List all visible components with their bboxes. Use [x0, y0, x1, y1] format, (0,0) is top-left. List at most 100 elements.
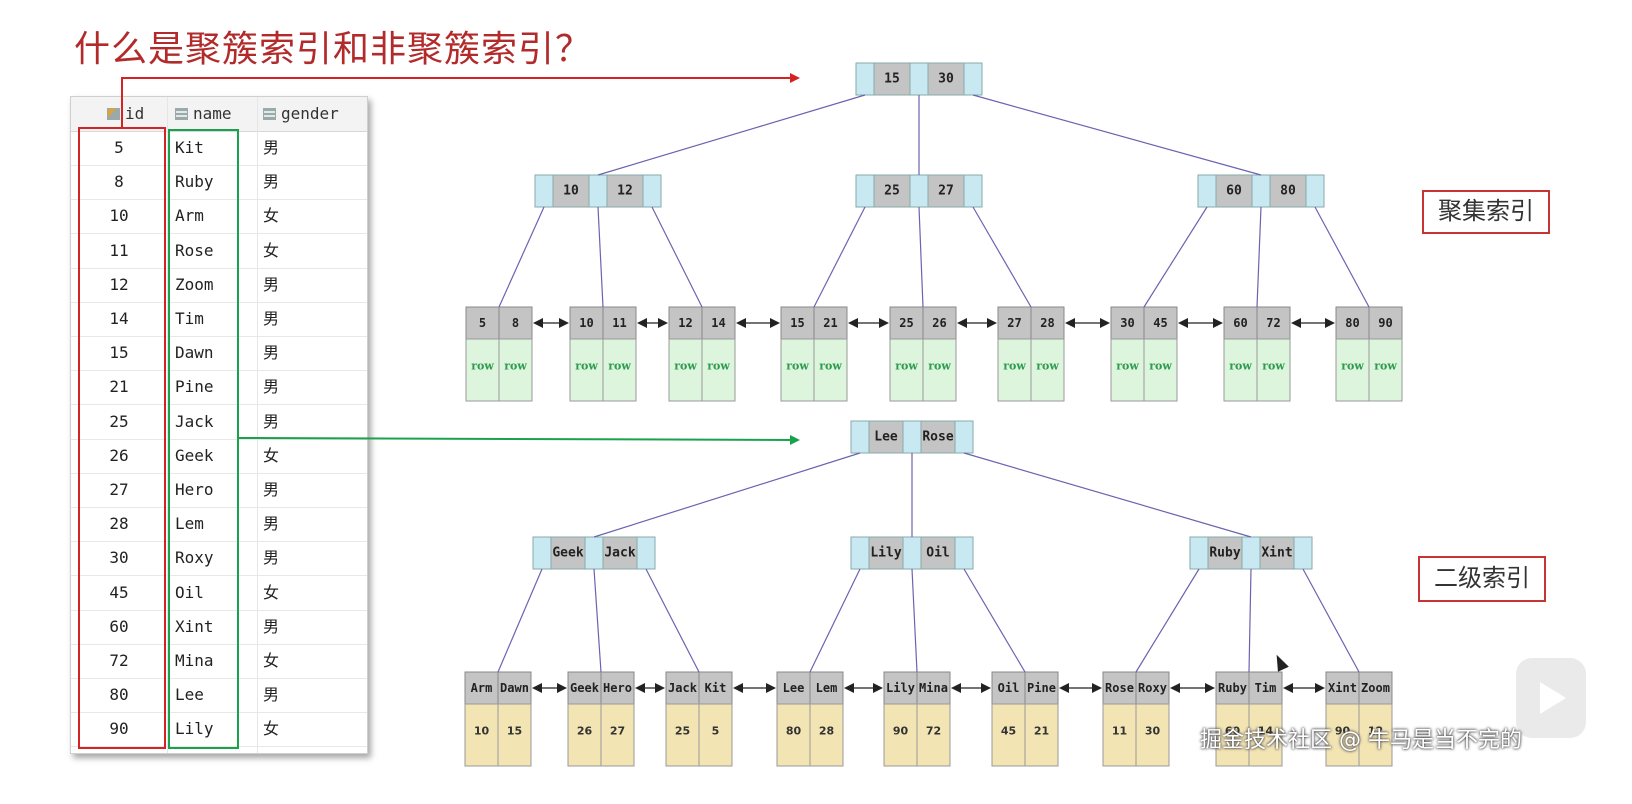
secondary-leaf-value: 80 [786, 725, 802, 738]
leaf-key-cell [602, 306, 637, 340]
tree-edge [813, 206, 866, 308]
clustered-key: 12 [617, 184, 633, 199]
tree-edge [651, 206, 703, 308]
key-cell [920, 420, 956, 454]
column-header-name[interactable]: name [175, 97, 232, 131]
clustered-leaf-key: 8 [512, 316, 519, 330]
secondary-node [1189, 536, 1313, 570]
clustered-leaf-value: row [819, 360, 842, 373]
leaf-key-cell [1325, 671, 1360, 705]
tree-edge [597, 206, 604, 308]
cell-id: 14 [109, 309, 129, 328]
clustered-leaf-key: 28 [1040, 316, 1054, 330]
secondary-leaf-key: Dawn [500, 681, 529, 695]
clustered-leaf [1223, 306, 1291, 402]
cell-gender: 男 [263, 514, 280, 534]
pointer-cell [1305, 174, 1325, 208]
secondary-key: Jack [604, 546, 635, 561]
cell-id: 45 [109, 582, 129, 602]
clustered-leaf-key: 11 [612, 316, 626, 330]
pointer-cell [954, 420, 974, 454]
leaf-key-cell [464, 671, 499, 705]
clustered-leaf-value: row [674, 360, 697, 373]
play-button[interactable] [1516, 658, 1586, 738]
secondary-leaf-value: 12 [1368, 725, 1383, 738]
tree-edge [972, 206, 1032, 308]
cell-id: 26 [109, 445, 129, 465]
clustered-leaf-key: 27 [1007, 316, 1021, 330]
leaf-data-cell [916, 703, 951, 767]
tree-edge [1314, 206, 1370, 308]
secondary-node [850, 420, 974, 454]
clustered-key: 80 [1280, 184, 1296, 199]
column-header-id[interactable]: id [107, 97, 144, 131]
key-cell [1215, 174, 1253, 208]
secondary-leaf-key: Lee [783, 681, 805, 695]
clustered-key: 25 [884, 184, 900, 199]
cell-id: 21 [109, 377, 129, 397]
cell-name: Dawn [175, 343, 214, 363]
cell-gender: 男 [263, 411, 280, 431]
cell-id: 80 [109, 685, 129, 705]
clustered-key: 27 [938, 184, 954, 199]
clustered-leaf-value: row [608, 360, 631, 373]
cell-name: Xint [175, 616, 214, 636]
clustered-leaf [1335, 306, 1403, 402]
clustered-leaf-key: 21 [823, 316, 837, 330]
cell-name: Roxy [175, 548, 214, 568]
secondary-leaf-value: 72 [926, 725, 941, 738]
cell-id: 30 [109, 548, 129, 568]
tree-edge [1143, 206, 1208, 308]
leaf-data-cell [922, 338, 957, 402]
secondary-leaf-key: Jack [668, 681, 698, 695]
pointer-cell [855, 62, 875, 96]
cell-id: 11 [109, 240, 129, 260]
leaf-key-cell [883, 671, 918, 705]
secondary-leaf-key: Rose [1105, 681, 1134, 695]
leaf-data-cell [600, 703, 635, 767]
clustered-leaf [465, 306, 533, 402]
leaf-data-cell [464, 703, 499, 767]
cell-id: 27 [109, 480, 129, 499]
cell-id: 90 [109, 719, 129, 739]
leaf-key-cell [813, 306, 848, 340]
column-header-gender[interactable]: gender [263, 97, 339, 131]
pointer-cell [963, 174, 983, 208]
secondary-leaf [567, 671, 635, 767]
leaf-data-cell [1335, 338, 1370, 402]
cell-gender: 男 [263, 685, 280, 705]
clustered-leaf-key: 12 [678, 316, 692, 330]
leaf-data-cell [991, 703, 1026, 767]
pointer-cell [850, 536, 870, 570]
key-cell [1269, 174, 1307, 208]
leaf-key-cell [1358, 671, 1393, 705]
secondary-leaf [883, 671, 951, 767]
key-cell [868, 536, 904, 570]
key-cell [927, 174, 965, 208]
cell-name: Ruby [175, 172, 214, 192]
leaf-data-cell [1030, 338, 1065, 402]
secondary-leaf-key: Zoom [1361, 681, 1390, 695]
tree-edge [963, 452, 1252, 538]
cell-id: 8 [114, 172, 124, 192]
clustered-node [855, 62, 983, 96]
leaf-key-cell [1368, 306, 1403, 340]
